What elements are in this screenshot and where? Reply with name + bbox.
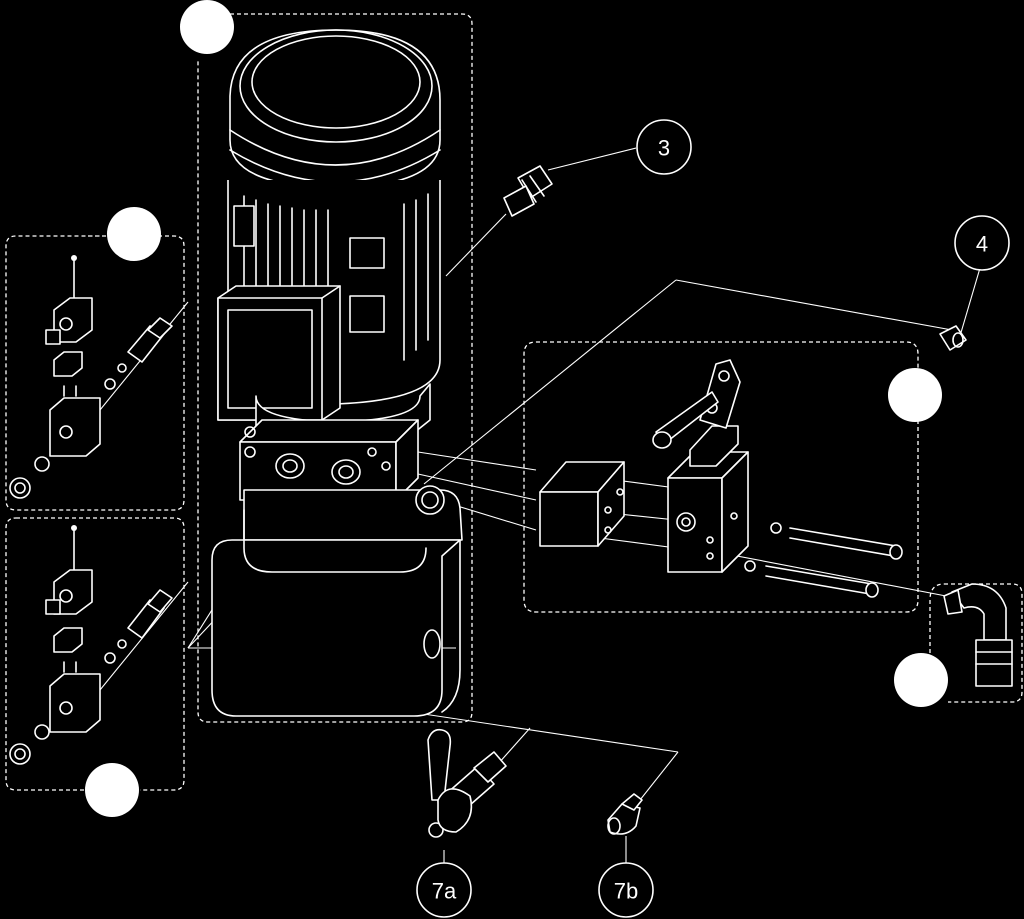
part-7b-fitting (607, 793, 643, 835)
blank-marker-valve-lower (85, 763, 139, 817)
callout-7a-label: 7a (432, 879, 457, 904)
blank-marker-valve-upper (107, 207, 161, 261)
solenoid-valve-lower (9, 525, 173, 765)
group-box-valve-upper (5, 235, 185, 511)
oil-reservoir-tank (211, 485, 463, 717)
electric-motor (217, 29, 441, 437)
solenoid-valve-upper (9, 255, 173, 499)
callout-7a: 7a (416, 862, 472, 918)
group-box-elbow-fitting (929, 583, 1023, 703)
group-box-motor-unit (197, 13, 473, 723)
elbow-fitting (943, 583, 1013, 687)
callout-3: 3 (636, 119, 692, 175)
hand-pump-assembly (539, 359, 903, 598)
part-7a-lever-valve (427, 728, 507, 838)
blank-markers (85, 0, 948, 817)
blank-marker-hand-pump (888, 368, 942, 422)
blank-marker-elbow (894, 653, 948, 707)
callout-7b-label: 7b (614, 879, 638, 904)
group-box-hand-pump (523, 341, 919, 613)
callout-3-label: 3 (658, 136, 670, 161)
callout-4-label: 4 (976, 232, 988, 257)
part-4-plug (939, 325, 967, 351)
pump-manifold-block (239, 419, 419, 501)
callout-7b: 7b (598, 862, 654, 918)
part-3-fitting (503, 165, 553, 217)
callout-4: 4 (954, 215, 1010, 271)
group-box-valve-lower (5, 517, 185, 791)
blank-marker-motor (180, 0, 234, 54)
